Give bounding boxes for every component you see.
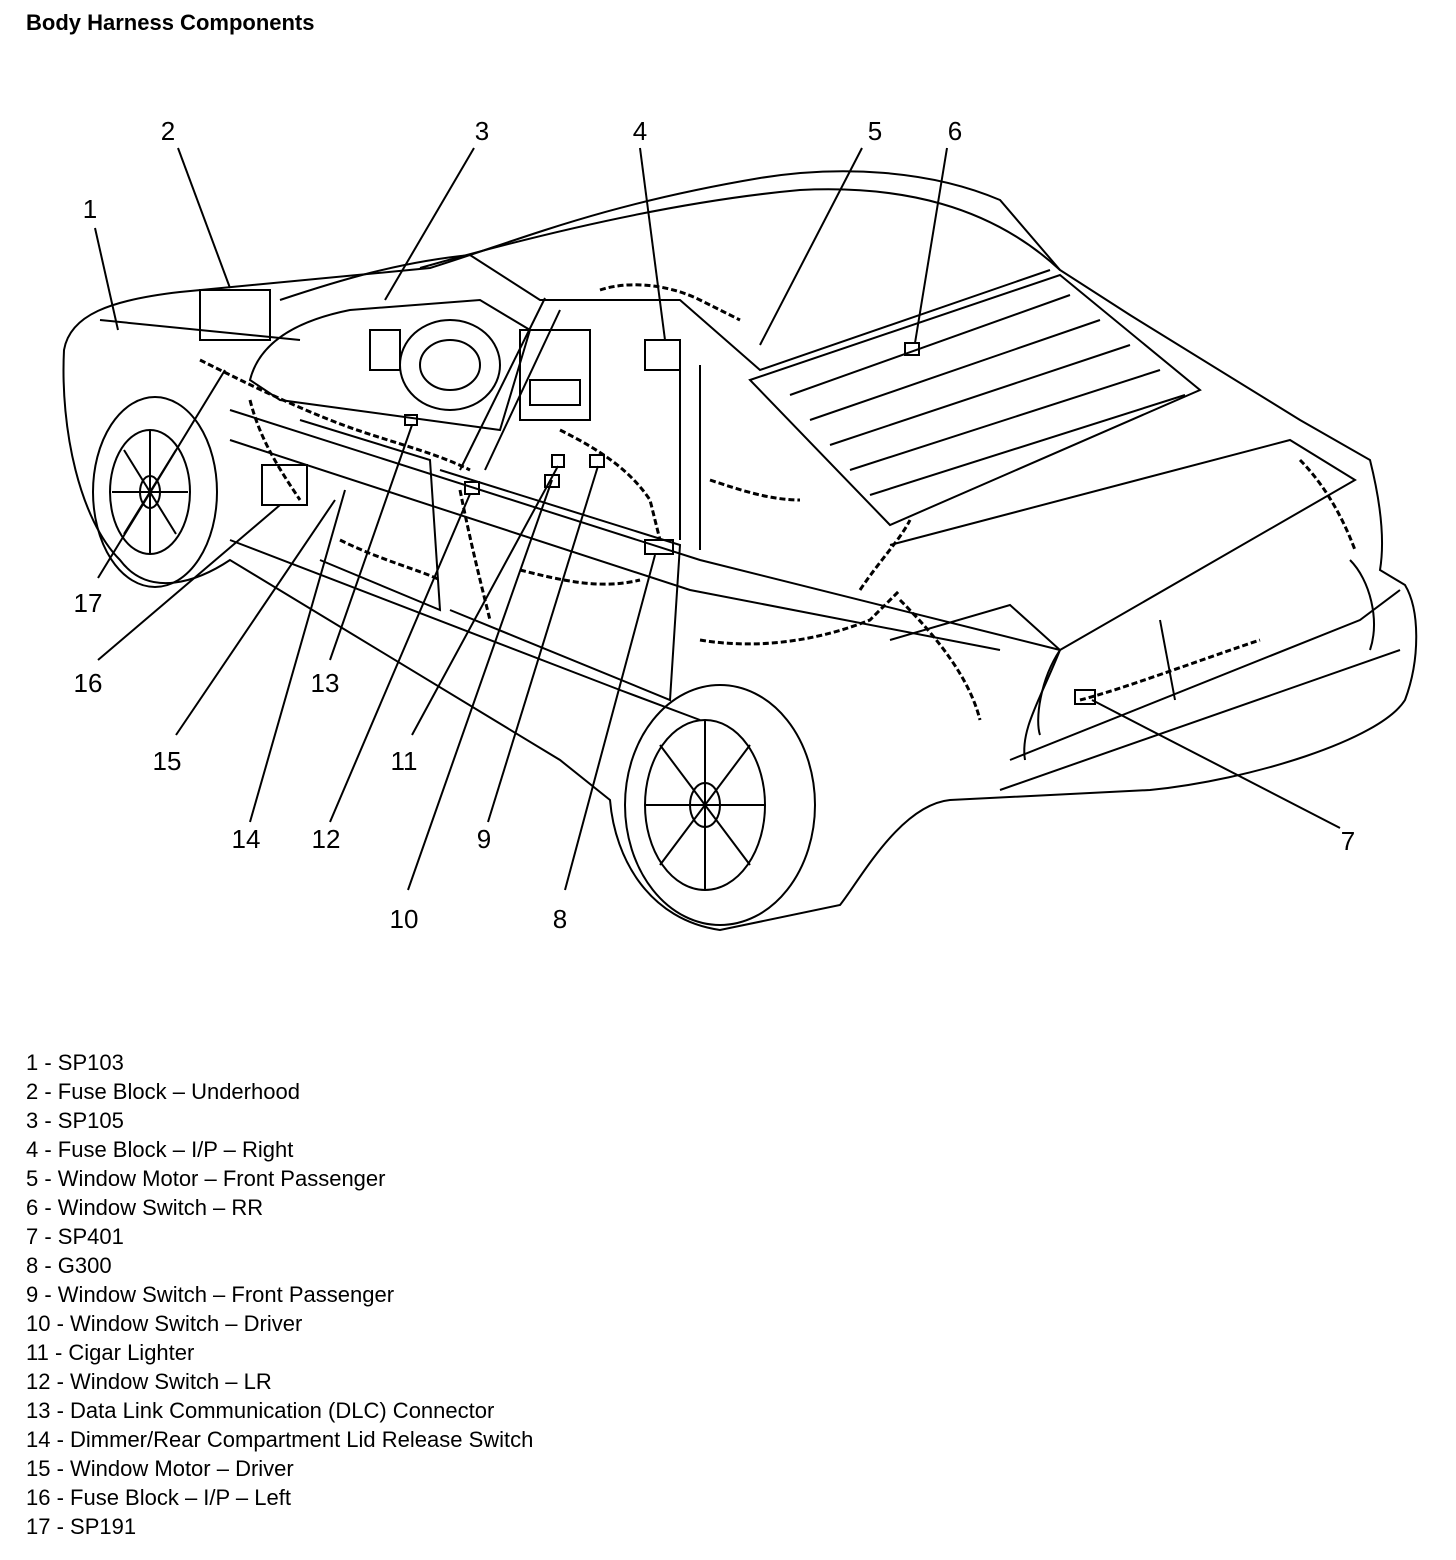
rear-wheel <box>624 684 816 926</box>
window-switch-passenger-shape <box>589 454 605 468</box>
car-body <box>62 170 1418 932</box>
fuse-block-underhood-shape <box>199 289 271 341</box>
window-switch-rr-shape <box>904 342 920 356</box>
leader-lines <box>94 147 1341 891</box>
legend-item: 12 - Window Switch – LR <box>26 1369 272 1394</box>
callout-5: 5 <box>868 116 882 146</box>
legend-item: 17 - SP191 <box>26 1514 137 1539</box>
callout-16: 16 <box>74 668 103 698</box>
fuse-block-right-shape <box>644 339 681 371</box>
callout-7: 7 <box>1341 826 1355 856</box>
diagram-title: Body Harness Components <box>26 10 315 35</box>
callout-4: 4 <box>633 116 647 146</box>
callout-17: 17 <box>74 588 103 618</box>
callout-numbers: 1 2 3 4 5 6 7 8 9 10 11 12 13 14 15 16 1… <box>74 116 1356 934</box>
legend-item: 8 - G300 <box>26 1253 112 1278</box>
window-switch-lr-shape <box>464 481 480 495</box>
legend-item: 3 - SP105 <box>26 1108 124 1133</box>
legend-item: 7 - SP401 <box>26 1224 124 1249</box>
legend-item: 15 - Window Motor – Driver <box>26 1456 294 1481</box>
legend-item: 1 - SP103 <box>26 1050 124 1075</box>
harness <box>199 283 1357 721</box>
legend-item: 13 - Data Link Communication (DLC) Conne… <box>26 1398 495 1423</box>
legend-item: 14 - Dimmer/Rear Compartment Lid Release… <box>26 1427 534 1452</box>
callout-8: 8 <box>553 904 567 934</box>
component-legend: 1 - SP103 2 - Fuse Block – Underhood 3 -… <box>26 1048 533 1541</box>
callout-9: 9 <box>477 824 491 854</box>
callout-14: 14 <box>232 824 261 854</box>
legend-item: 2 - Fuse Block – Underhood <box>26 1079 300 1104</box>
legend-item: 10 - Window Switch – Driver <box>26 1311 303 1336</box>
callout-13: 13 <box>311 668 340 698</box>
car-harness-diagram: 1 2 3 4 5 6 7 8 9 10 11 12 13 14 15 16 1… <box>62 116 1418 934</box>
callout-6: 6 <box>948 116 962 146</box>
legend-item: 5 - Window Motor – Front Passenger <box>26 1166 386 1191</box>
legend-item: 16 - Fuse Block – I/P – Left <box>26 1485 291 1510</box>
sp401-shape <box>1074 689 1096 705</box>
callout-12: 12 <box>312 824 341 854</box>
legend-item: 4 - Fuse Block – I/P – Right <box>26 1137 294 1162</box>
callout-11: 11 <box>391 746 418 776</box>
callout-1: 1 <box>83 194 97 224</box>
cigar-lighter-shape <box>551 454 565 468</box>
legend-item: 6 - Window Switch – RR <box>26 1195 264 1220</box>
front-wheel <box>92 396 218 588</box>
fuse-block-left-shape <box>261 464 308 506</box>
g300-shape <box>644 539 674 555</box>
callout-10: 10 <box>390 904 419 934</box>
callout-3: 3 <box>475 116 489 146</box>
legend-item: 11 - Cigar Lighter <box>26 1340 195 1365</box>
dashboard <box>248 298 591 432</box>
callout-15: 15 <box>153 746 182 776</box>
callout-2: 2 <box>161 116 175 146</box>
legend-item: 9 - Window Switch – Front Passenger <box>26 1282 395 1307</box>
